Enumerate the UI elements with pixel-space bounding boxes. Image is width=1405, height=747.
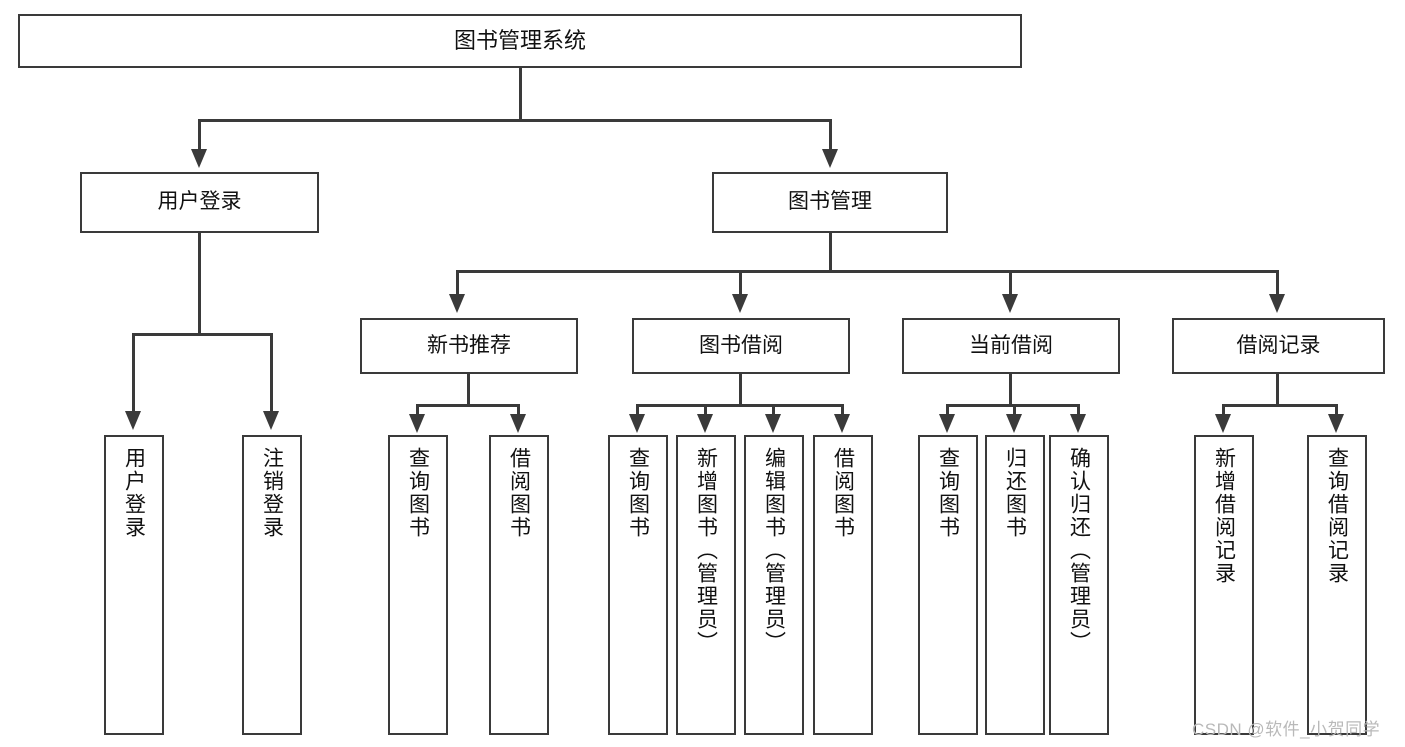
leaf-query-book-borrow[interactable]: 查询图书: [608, 435, 668, 735]
leaf-query-book-new-recommend[interactable]: 查询图书: [388, 435, 448, 735]
arrowhead-leaf-borrow-book-1: [510, 414, 526, 433]
node-label: 当前借阅: [969, 333, 1053, 357]
node-new-book-recommend[interactable]: 新书推荐: [360, 318, 578, 374]
connector-drop-leaf-query-record: [1335, 404, 1338, 418]
leaf-return-book[interactable]: 归还图书: [985, 435, 1045, 735]
leaf-borrow-book-new-recommend[interactable]: 借阅图书: [489, 435, 549, 735]
node-label: 查询借阅记录: [1325, 447, 1349, 585]
arrowhead-leaf-return-book: [1006, 414, 1022, 433]
connector-drop-leaf-borrow-book-1: [517, 404, 520, 418]
connector-user-login-stem: [198, 233, 201, 335]
connector-new-book-recommend-stem: [467, 374, 470, 406]
arrowhead-leaf-add-record: [1215, 414, 1231, 433]
arrowhead-borrow-record: [1269, 294, 1285, 313]
node-label: 查询图书: [936, 447, 960, 539]
connector-drop-leaf-edit-book: [772, 404, 775, 418]
arrowhead-current-borrow: [1002, 294, 1018, 313]
leaf-confirm-return[interactable]: 确认归还（管理员）: [1049, 435, 1109, 735]
arrowhead-new-book-recommend: [449, 294, 465, 313]
node-label: 新书推荐: [427, 333, 511, 357]
node-label: 新增借阅记录: [1212, 447, 1236, 585]
connector-drop-leaf-add-book: [704, 404, 707, 418]
node-label: 新增图书（管理员）: [694, 447, 718, 654]
leaf-add-book[interactable]: 新增图书（管理员）: [676, 435, 736, 735]
node-label: 注销登录: [260, 447, 284, 539]
connector-current-borrow-stem: [1009, 374, 1012, 406]
node-label: 编辑图书（管理员）: [762, 447, 786, 654]
connector-root-stem: [519, 68, 522, 121]
leaf-logout-login[interactable]: 注销登录: [242, 435, 302, 735]
connector-level1-bar: [198, 119, 832, 122]
leaf-add-record[interactable]: 新增借阅记录: [1194, 435, 1254, 735]
arrowhead-leaf-query-book-3: [939, 414, 955, 433]
connector-borrow-record-stem: [1276, 374, 1279, 406]
connector-drop-leaf-query-book-2: [636, 404, 639, 418]
node-book-borrow[interactable]: 图书借阅: [632, 318, 850, 374]
arrowhead-leaf-user-login: [125, 411, 141, 430]
node-label: 用户登录: [157, 190, 242, 214]
arrowhead-leaf-edit-book: [765, 414, 781, 433]
connector-level2-bar: [456, 270, 1279, 273]
leaf-borrow-book[interactable]: 借阅图书: [813, 435, 873, 735]
node-label: 确认归还（管理员）: [1067, 447, 1091, 654]
arrowhead-leaf-query-book-2: [629, 414, 645, 433]
connector-drop-current-borrow: [1009, 270, 1012, 296]
node-root-system[interactable]: 图书管理系统: [18, 14, 1022, 68]
connector-book-management-stem: [829, 233, 832, 272]
node-label: 图书管理: [788, 190, 872, 214]
arrowhead-leaf-add-book: [697, 414, 713, 433]
connector-drop-leaf-borrow-book-2: [841, 404, 844, 418]
node-book-management[interactable]: 图书管理: [712, 172, 948, 233]
node-user-login[interactable]: 用户登录: [80, 172, 319, 233]
node-label: 用户登录: [122, 447, 146, 539]
arrowhead-leaf-confirm-return: [1070, 414, 1086, 433]
node-label: 借阅图书: [507, 447, 531, 539]
arrowhead-leaf-logout-login: [263, 411, 279, 430]
arrowhead-leaf-borrow-book-2: [834, 414, 850, 433]
connector-user-login-bar: [132, 333, 272, 336]
node-current-borrow[interactable]: 当前借阅: [902, 318, 1120, 374]
connector-drop-user-login: [198, 119, 201, 151]
node-label: 归还图书: [1003, 447, 1027, 539]
connector-drop-leaf-query-book-3: [946, 404, 949, 418]
connector-book-borrow-bar: [636, 404, 844, 407]
arrowhead-leaf-query-record: [1328, 414, 1344, 433]
leaf-query-book-current[interactable]: 查询图书: [918, 435, 978, 735]
node-borrow-record[interactable]: 借阅记录: [1172, 318, 1385, 374]
leaf-edit-book[interactable]: 编辑图书（管理员）: [744, 435, 804, 735]
node-label: 查询图书: [406, 447, 430, 539]
connector-borrow-record-bar: [1222, 404, 1338, 407]
arrowhead-user-login: [191, 149, 207, 168]
leaf-query-record[interactable]: 查询借阅记录: [1307, 435, 1367, 735]
connector-drop-leaf-query-book-1: [416, 404, 419, 418]
leaf-user-login[interactable]: 用户登录: [104, 435, 164, 735]
connector-drop-leaf-logout-login: [270, 333, 273, 413]
node-label: 查询图书: [626, 447, 650, 539]
connector-drop-borrow-record: [1276, 270, 1279, 296]
arrowhead-book-borrow: [732, 294, 748, 313]
node-label: 借阅记录: [1236, 333, 1321, 357]
connector-book-borrow-stem: [739, 374, 742, 406]
connector-drop-book-borrow: [739, 270, 742, 296]
connector-drop-leaf-user-login: [132, 333, 135, 413]
watermark-text: CSDN @软件_小贺同学: [1192, 720, 1381, 739]
node-label: 图书借阅: [699, 333, 783, 357]
node-label: 借阅图书: [831, 447, 855, 539]
arrowhead-book-management: [822, 149, 838, 168]
connector-drop-book-management: [829, 119, 832, 151]
connector-drop-leaf-return-book: [1013, 404, 1016, 418]
connector-drop-new-book-recommend: [456, 270, 459, 296]
connector-drop-leaf-confirm-return: [1077, 404, 1080, 418]
arrowhead-leaf-query-book-1: [409, 414, 425, 433]
connector-new-book-recommend-bar: [416, 404, 520, 407]
connector-drop-leaf-add-record: [1222, 404, 1225, 418]
node-label: 图书管理系统: [453, 28, 586, 54]
